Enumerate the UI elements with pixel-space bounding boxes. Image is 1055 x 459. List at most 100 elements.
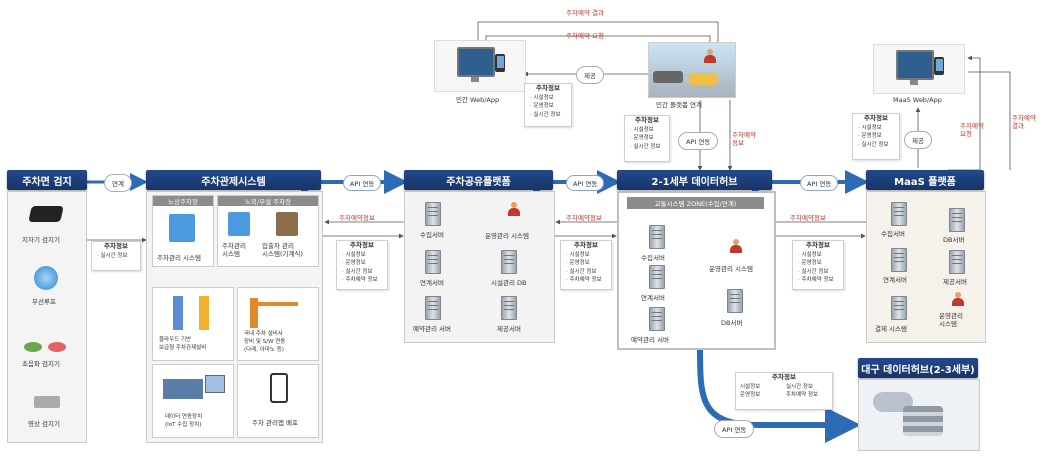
maas-collect-server-icon: [891, 202, 907, 226]
reservation-info-label-top: 주차예약 정보: [732, 131, 756, 147]
daegu-parking-info: 주차정보 시설정보 실시간 정보 운영정보 주차예약 정보: [735, 372, 833, 410]
monitor-icon: [896, 50, 934, 85]
hub-panel: 교통시스템 ZONE(수집/연계) 수집서버 연계서버 예약관리 서버 운영관리…: [617, 191, 776, 350]
tile4-label: 주차 관리앱 배포: [252, 419, 298, 427]
detection-item-0: 지자기 검지기: [22, 236, 60, 244]
offstreet-parking-tile: 노외/부설 주차장 주차관리 시스템 입출차 관리 시스템(기계식): [217, 195, 319, 267]
maas-ops-system: 운영관리 시스템: [939, 312, 963, 328]
provide-server-icon: [501, 296, 517, 320]
mgmt-system-label: 주차관리 시스템: [157, 254, 201, 262]
control-parking-info: 주차정보 시설정보 운영정보 실시간 정보 주차예약 정보: [336, 240, 388, 290]
maas-provide-bubble: 제공: [904, 131, 932, 149]
operator-icon: [703, 49, 717, 63]
hub-link-server: 연계서버: [641, 294, 665, 302]
barrier-arm-icon: [258, 302, 298, 306]
data-device-icon: [163, 379, 203, 399]
reservation-info-2: 주차예약정보: [566, 214, 602, 222]
maas-db-server: DB서버: [943, 236, 965, 244]
detection-parking-info: 주차정보 실시간 정보: [91, 241, 141, 271]
maas-payment-icon: [891, 296, 907, 320]
private-web-app-label: 민간 Web/App: [456, 96, 500, 104]
hub-zone-label: 교통시스템 ZONE(수집/연계): [627, 197, 764, 209]
data-device-tile: 데이터 연동장치 (IoT 수집 장치): [152, 364, 234, 438]
maas-header: MaaS 플랫폼: [866, 170, 984, 190]
api-link-bubble-1: API 연동: [343, 175, 382, 191]
hub-reserve-server-icon: [649, 307, 665, 331]
hub-header: 2-1세부 데이터허브: [617, 170, 772, 190]
entry-system-label: 입출차 관리 시스템(기계식): [262, 242, 303, 258]
barrier-icon: [250, 298, 258, 328]
private-parking-info: 주차정보 시설정보 운영정보 실시간 정보: [524, 83, 572, 127]
reserve-server-icon: [425, 296, 441, 320]
sharing-parking-info: 주차정보 시설정보 운영정보 실시간 정보 주차예약 정보: [560, 240, 612, 290]
ticket-machine-icon: [199, 296, 209, 330]
sharing-provide-server: 제공서버: [497, 325, 521, 333]
tile1-label: 블라우드 기반 보급형 주차관제설비: [159, 337, 207, 351]
reservation-info-1: 주차예약정보: [339, 214, 375, 222]
maas-provide-server-icon: [949, 250, 965, 274]
maas-provide-server: 제공서버: [943, 278, 967, 286]
sharing-collect-server: 수집서버: [420, 231, 444, 239]
facility-db-icon: [501, 250, 517, 274]
kiosk-icon: [169, 214, 195, 242]
maas-parking-info: 주차정보 시설정보 운영정보 실시간 정보: [852, 113, 900, 160]
gate-machine-icon: [173, 296, 183, 330]
hub-collect-server: 수집서버: [641, 254, 665, 262]
api-link-bubble-2: API 연동: [566, 175, 605, 191]
hub-db-server: DB서버: [721, 319, 743, 327]
reservation-request-label: 주차예약 요청: [566, 32, 604, 40]
hub-reserve-server: 예약관리 서버: [631, 336, 669, 344]
app-tile: 주차 관리앱 배포: [237, 364, 319, 438]
domestic-equipment-tile: 국내 주차 설비사 장비 및 S/W 연동 (다래, 아마노 등): [237, 287, 319, 361]
maas-web-app-box: [873, 44, 965, 94]
api-link-bubble-3: API 연동: [800, 175, 839, 191]
detection-item-2: 초음파 검지기: [22, 360, 60, 368]
smartphone-icon: [270, 373, 288, 403]
detection-header: 주차면 검지: [7, 170, 87, 190]
control-panel: 노상주차장 주차관리 시스템 노외/부설 주차장 주차관리 시스템 입출차 관리…: [146, 191, 323, 443]
tile3-label: 데이터 연동장치 (IoT 수집 장치): [165, 414, 203, 428]
sharing-ops-system: 운영관리 시스템: [485, 232, 529, 240]
maas-payment-system: 결제 시스템: [875, 325, 907, 333]
provide-bubble: 제공: [576, 66, 604, 84]
reservation-info-3: 주차예약정보: [790, 214, 826, 222]
sharing-reserve-server: 예약관리 서버: [413, 325, 451, 333]
operator-icon: [951, 292, 965, 306]
operator-icon: [729, 239, 743, 253]
platform-parking-info: 주차정보 시설정보 운영정보 실시간 정보: [624, 115, 670, 162]
maas-web-app-label: MaaS Web/App: [893, 96, 942, 104]
control-header: 주차관제시스템: [146, 170, 321, 190]
maas-reservation-request: 주차예약 요청: [960, 122, 984, 138]
street-parking-tile: 노상주차장 주차관리 시스템: [152, 195, 214, 267]
ultrasonic-red-icon: [48, 342, 66, 352]
reservation-result-label: 주차예약 결과: [566, 9, 604, 17]
private-platform-image: [648, 42, 736, 98]
link-server-icon: [425, 250, 441, 274]
mechanical-parking-icon: [276, 212, 298, 236]
phone-icon: [495, 54, 505, 72]
private-platform-link-label: 민간 플랫폼 연계: [656, 101, 702, 109]
sharing-facility-db: 시설관리 DB: [491, 279, 527, 287]
api-link-bubble-top: API 연동: [678, 132, 719, 150]
daegu-header: 대구 데이터허브(2-3세부): [858, 358, 978, 378]
wireless-loop-icon: [34, 266, 58, 290]
hub-db-server-icon: [727, 289, 743, 313]
control-terminal-icon: [228, 212, 250, 236]
phone-icon: [934, 57, 944, 75]
maas-db-server-icon: [949, 208, 965, 232]
daegu-panel: [858, 379, 980, 451]
display-icon: [205, 375, 225, 393]
detection-item-3: 영상 검지기: [28, 420, 60, 428]
link-bubble: 연계: [104, 174, 132, 192]
street-parking-label: 노상주차장: [153, 196, 213, 206]
detection-panel: 지자기 검지기 무선루프 초음파 검지기 영상 검지기: [7, 191, 87, 443]
private-web-app-box: [434, 40, 526, 92]
maas-link-server: 연계서버: [883, 276, 907, 284]
sharing-panel: 수집서버 연계서버 예약관리 서버 운영관리 시스템 시설관리 DB 제공서버: [404, 191, 555, 343]
tile2-label: 국내 주차 설비사 장비 및 S/W 연동 (다래, 아마노 등): [244, 331, 286, 353]
maas-reservation-result: 주차예약 결과: [1012, 114, 1036, 130]
detection-item-1: 무선루프: [32, 298, 56, 306]
magnetic-detector-icon: [28, 206, 64, 222]
hub-ops-system: 운영관리 시스템: [709, 265, 753, 273]
ultrasonic-green-icon: [24, 342, 42, 352]
